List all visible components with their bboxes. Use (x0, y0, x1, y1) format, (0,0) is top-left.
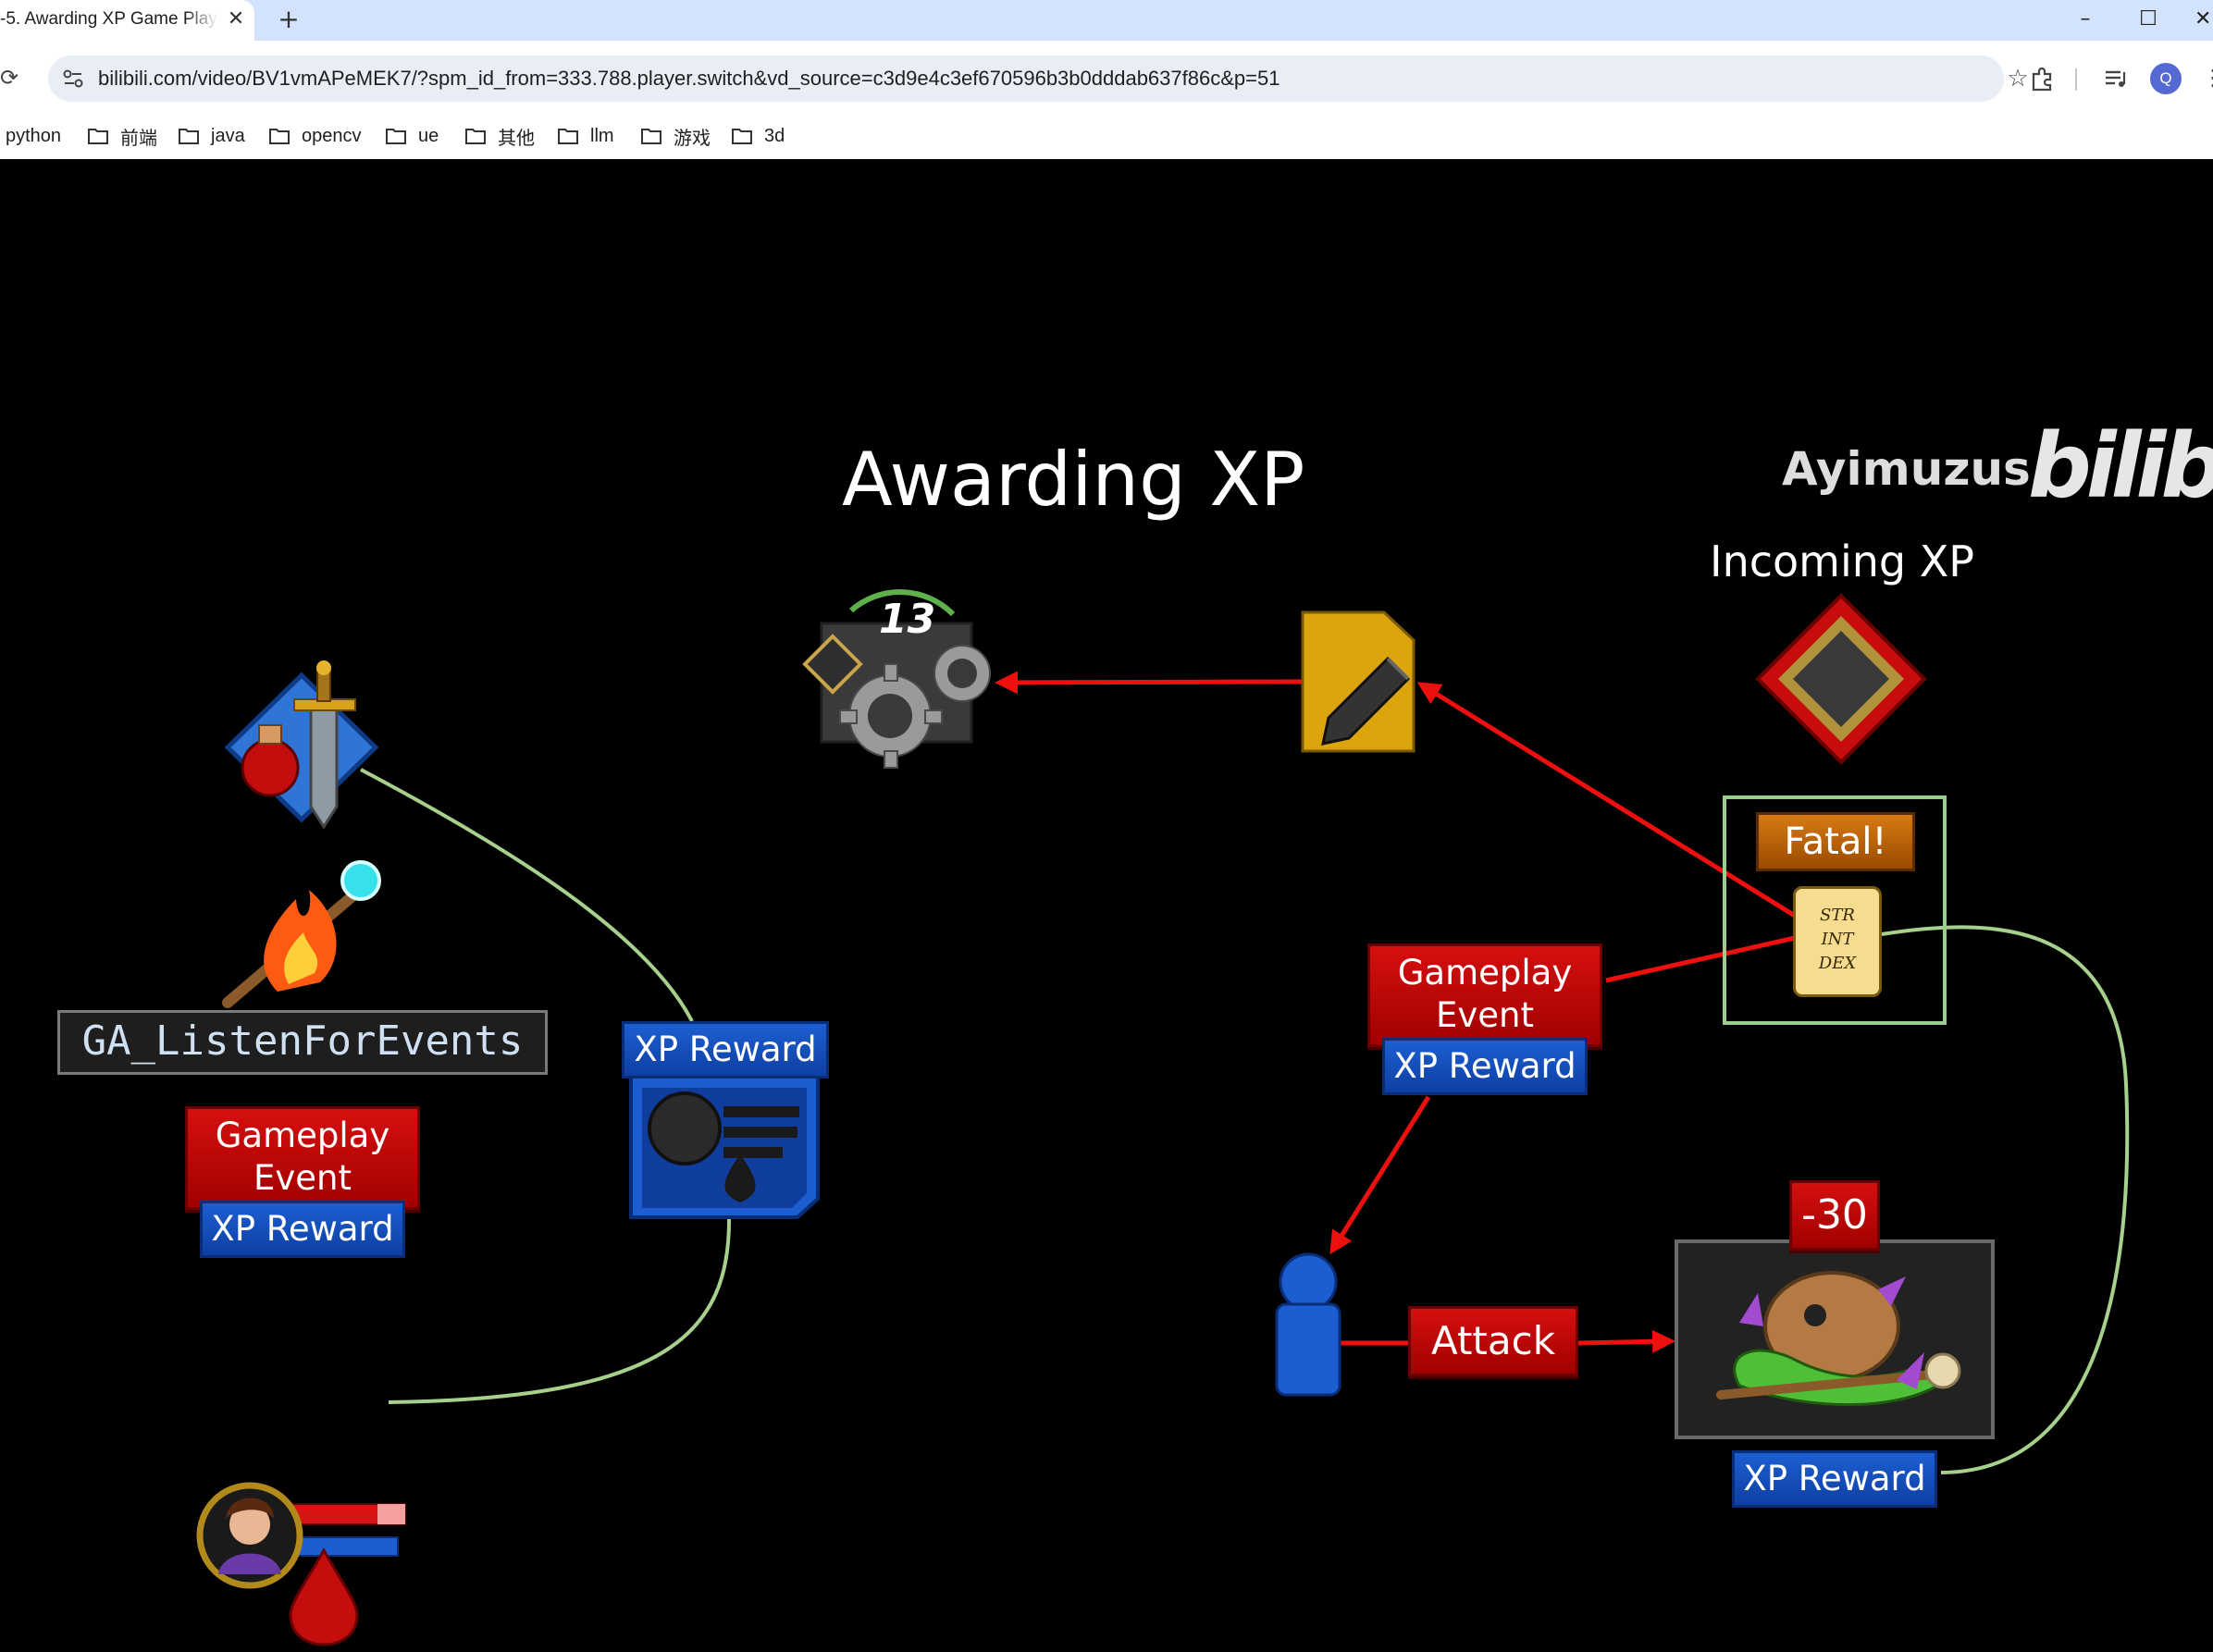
player-avatar-icon (196, 1482, 406, 1589)
ability-name-box: GA_ListenForEvents (57, 1010, 548, 1075)
scroll-stat-line: DEX (1818, 954, 1857, 973)
arrow-to-pencil (1416, 682, 1797, 918)
bookmark-label: 前端 (120, 128, 157, 149)
bookmark-label: 其他 (498, 128, 535, 149)
bookmark-folder-llm[interactable]: llm (557, 120, 614, 152)
folder-icon (179, 129, 199, 144)
new-tab-button[interactable]: + (278, 4, 300, 34)
arrow-event-to-scroll (1605, 935, 1796, 983)
incoming-xp-label: Incoming XP (1710, 536, 1974, 586)
profile-avatar[interactable]: Q (2150, 63, 2182, 94)
folder-icon (386, 129, 406, 144)
xp-reward-effect-label: XP Reward (622, 1021, 829, 1079)
gameplay-event-label-left: Gameplay Event (185, 1106, 420, 1210)
bookmark-folder-java[interactable]: java (178, 120, 245, 152)
gameplay-event-label-right: Gameplay Event (1367, 943, 1602, 1047)
folder-icon (465, 129, 486, 144)
diamond-icon (1755, 593, 1927, 765)
reload-icon[interactable]: ⟳ (0, 65, 19, 91)
xp-reward-tag-right: XP Reward (1382, 1038, 1588, 1095)
url-text[interactable]: bilibili.com/video/BV1vmAPeMEK7/?spm_id_… (98, 67, 1280, 90)
sword-potion-icon (224, 660, 379, 830)
fatal-label: Fatal! (1756, 812, 1915, 871)
extensions-icon[interactable] (2028, 65, 2056, 92)
xp-reward-tag-left: XP Reward (200, 1201, 405, 1258)
scroll-stat-line: INT (1821, 930, 1854, 949)
bookmarks-bar: python 前端 java opencv ue 其他 llm 游戏 3d (0, 117, 2213, 159)
bookmark-star-icon[interactable]: ☆ (2007, 65, 2029, 92)
close-tab-icon[interactable]: ✕ (227, 7, 245, 31)
diagram-canvas (196, 589, 2130, 1646)
site-info-icon[interactable] (61, 67, 85, 91)
connector-line (388, 1214, 732, 1404)
attack-label: Attack (1408, 1306, 1578, 1376)
arrow-attack-to-enemy (1577, 1329, 1675, 1353)
bookmark-folder-frontend[interactable]: 前端 (87, 120, 157, 152)
goblin-enemy-icon (1675, 1239, 1995, 1439)
slide-title: Awarding XP (842, 437, 1305, 523)
tab-strip: -5. Awarding XP Game Play ✕ + – ☐ ✕ (0, 0, 2213, 41)
toolbar: ⟳ bilibili.com/video/BV1vmAPeMEK7/?spm_i… (0, 41, 2213, 117)
folder-icon (269, 129, 290, 144)
bookmark-label: ue (418, 125, 439, 146)
level-number: 13 (879, 596, 936, 643)
bookmark-label: 3d (764, 125, 785, 146)
bookmark-folder-opencv[interactable]: opencv (268, 120, 362, 152)
bookmark-label: python (6, 125, 62, 146)
arrow-to-level (995, 671, 1304, 695)
pawn-icon (1275, 1252, 1341, 1397)
folder-icon (732, 129, 752, 144)
damage-label: -30 (1789, 1180, 1880, 1251)
fatal-frame (1723, 795, 1947, 1025)
scroll-icon: STR INT DEX (1793, 886, 1882, 997)
folder-icon (641, 129, 661, 144)
folder-icon (558, 129, 578, 144)
gears-level-icon (802, 589, 991, 769)
bookmark-folder-other[interactable]: 其他 (464, 120, 535, 152)
folder-icon (88, 129, 108, 144)
close-window-button[interactable]: ✕ (2194, 7, 2212, 31)
toolbar-divider (2075, 68, 2077, 91)
bookmark-label: java (211, 125, 245, 146)
xp-reward-tag-enemy: XP Reward (1732, 1450, 1937, 1508)
gameplay-effect-icon (629, 1075, 820, 1219)
watermark-author: Ayimuzus (1782, 442, 2031, 496)
scroll-stat-line: STR (1820, 906, 1855, 925)
bookmark-folder-games[interactable]: 游戏 (640, 120, 711, 152)
bookmark-label: llm (590, 125, 614, 146)
arrow-to-pawn (1329, 1095, 1431, 1255)
media-control-icon[interactable] (2102, 65, 2130, 92)
menu-icon[interactable]: ⋮ (2202, 65, 2213, 91)
tab-title: -5. Awarding XP Game Play (0, 9, 218, 30)
pencil-icon (1301, 610, 1416, 753)
maximize-button[interactable]: ☐ (2139, 7, 2157, 31)
blood-drop-icon (289, 1547, 359, 1646)
video-player[interactable]: Awarding XP Ayimuzus bilibili Incoming X… (0, 159, 2213, 1652)
minimize-button[interactable]: – (2080, 7, 2091, 31)
bookmark-folder-3d[interactable]: 3d (731, 120, 785, 152)
bookmark-python[interactable]: python (6, 120, 61, 152)
fire-staff-icon (222, 860, 381, 1008)
bilibili-logo: bilibili (2028, 414, 2213, 518)
bookmark-label: 游戏 (674, 128, 711, 149)
connector-line (360, 768, 694, 1022)
connector-line (1881, 925, 2130, 1474)
address-bar[interactable]: bilibili.com/video/BV1vmAPeMEK7/?spm_id_… (48, 55, 2029, 102)
active-tab[interactable]: -5. Awarding XP Game Play ✕ (0, 0, 254, 41)
bookmark-folder-ue[interactable]: ue (385, 120, 439, 152)
bookmark-label: opencv (302, 125, 362, 146)
